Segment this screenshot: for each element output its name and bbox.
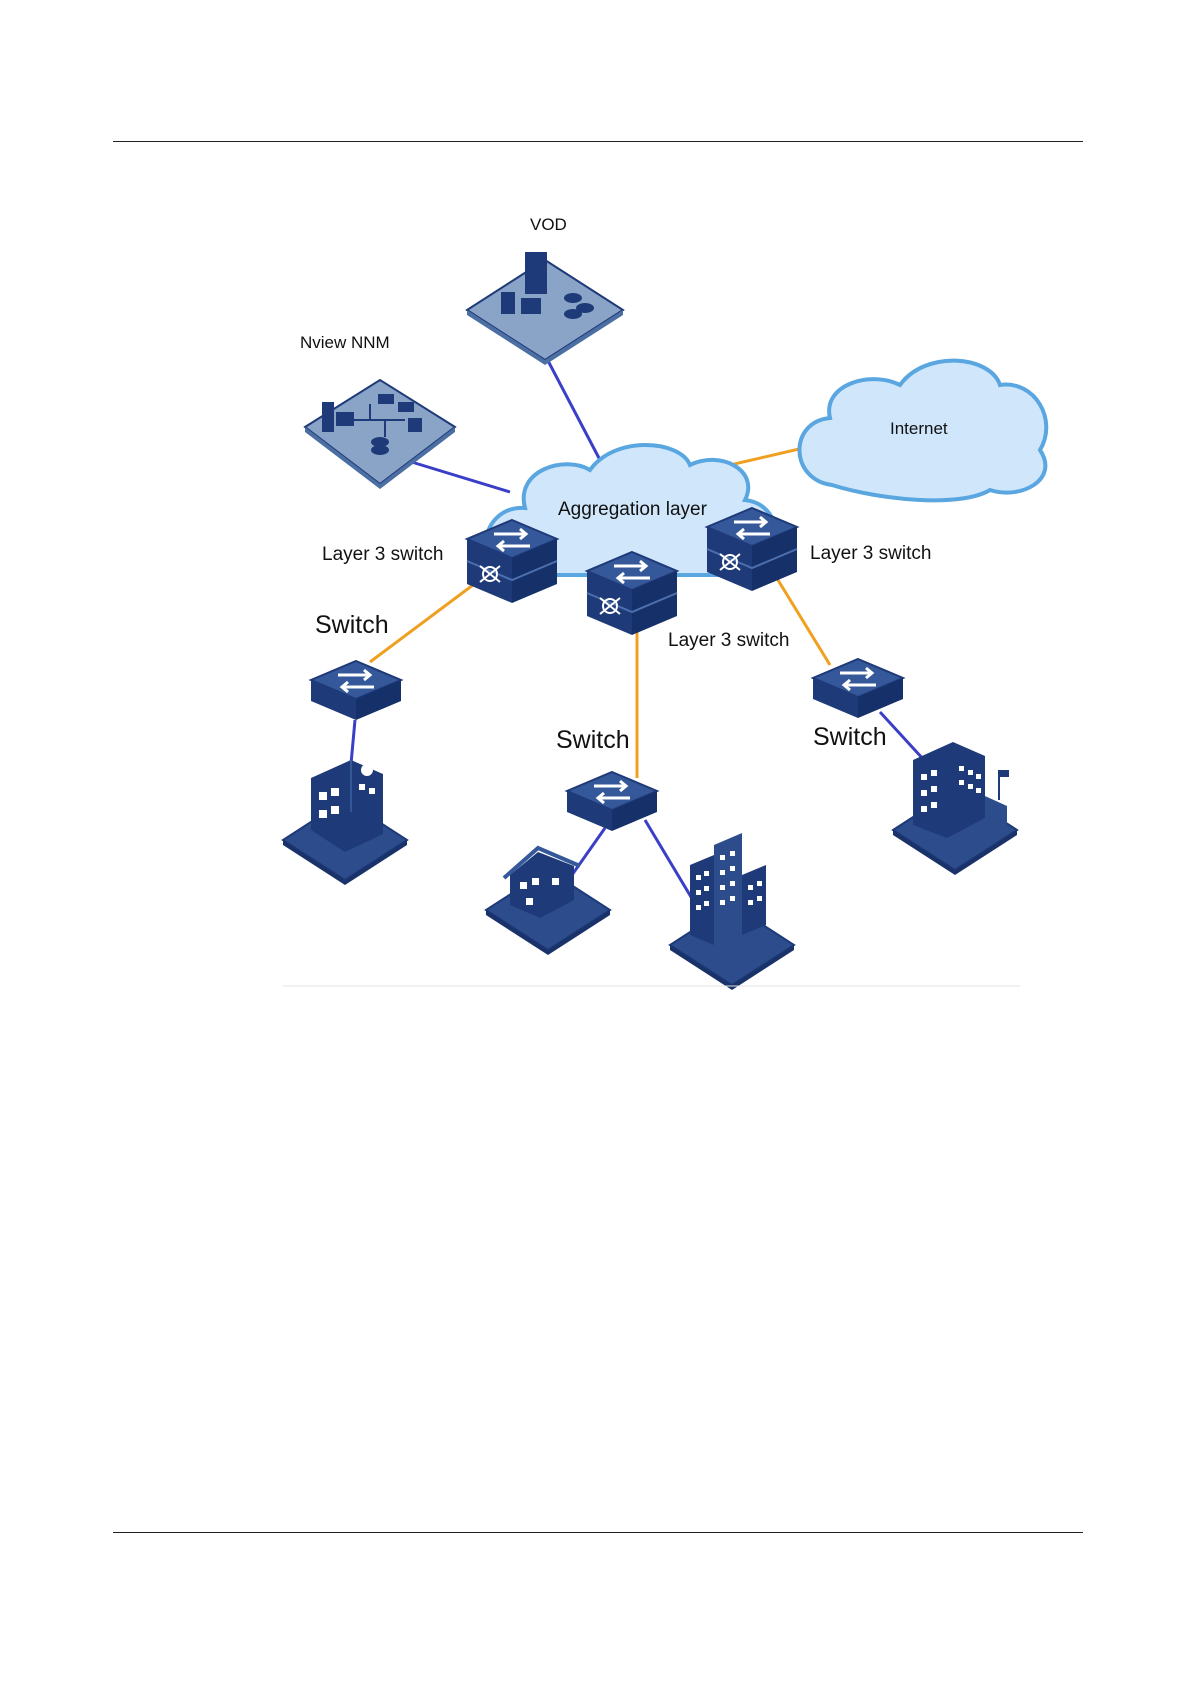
layer3-switch-left-label: Layer 3 switch	[322, 544, 443, 565]
layer3-switch-left-icon	[467, 520, 557, 603]
office-building-right-icon	[893, 742, 1017, 875]
nview-nnm-label: Nview NNM	[300, 333, 390, 352]
internet-label: Internet	[890, 419, 948, 438]
switch-right-label: Switch	[813, 723, 887, 751]
link-vod-aggregation	[545, 355, 600, 460]
switch-left-icon	[311, 661, 401, 720]
aggregation-layer-label: Aggregation layer	[558, 499, 708, 520]
nview-nnm-icon	[305, 380, 455, 489]
switch-center-label: Switch	[556, 726, 630, 754]
link-nnm-aggregation	[405, 460, 510, 492]
vod-label: VOD	[530, 215, 567, 234]
layer3-switch-center-label: Layer 3 switch	[668, 630, 789, 651]
layer3-switch-center-icon	[587, 552, 677, 635]
vod-server-icon	[467, 252, 623, 365]
switch-left-label: Switch	[315, 611, 389, 639]
layer3-switch-right-icon	[707, 508, 797, 591]
switch-center-icon	[567, 772, 657, 831]
layer3-switch-right-label: Layer 3 switch	[810, 543, 931, 564]
tower-buildings-icon	[670, 833, 794, 990]
switch-right-icon	[813, 659, 903, 718]
office-building-left-icon	[283, 760, 407, 885]
house-icon	[486, 848, 610, 955]
